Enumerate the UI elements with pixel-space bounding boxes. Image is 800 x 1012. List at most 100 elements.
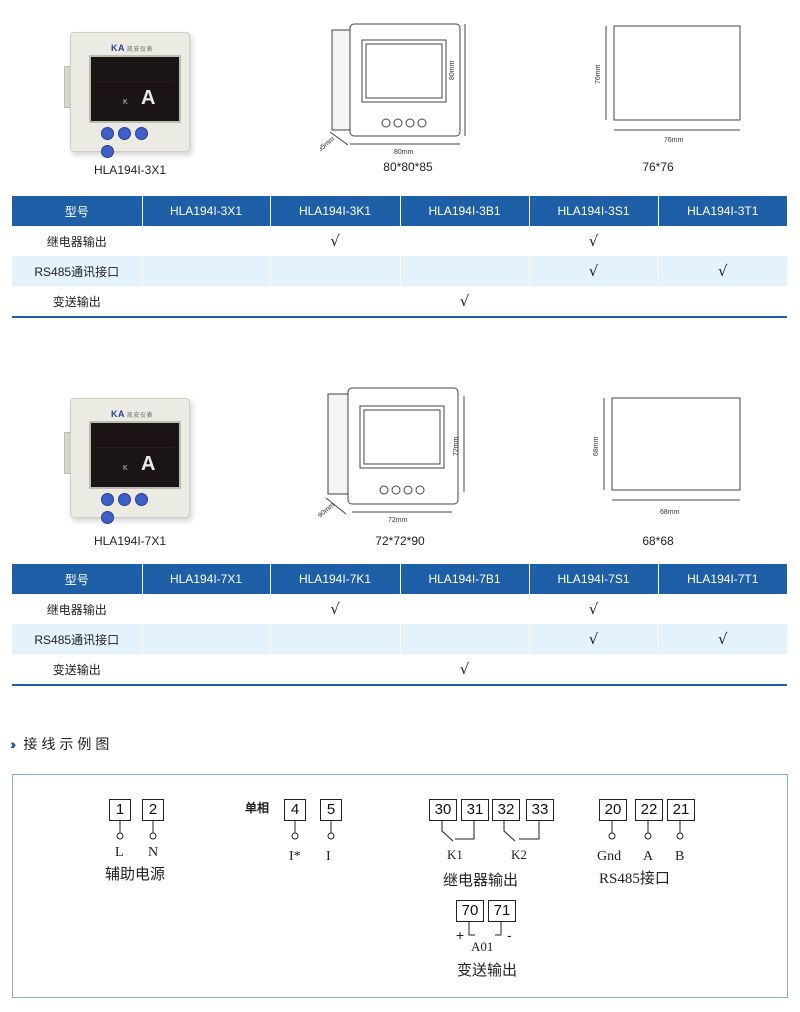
- photo-caption: HLA194I-7X1: [93, 534, 167, 548]
- dimension-caption: 72*72*90: [375, 534, 425, 548]
- terminal-71: 71: [488, 900, 516, 922]
- table-cell: √: [400, 654, 530, 686]
- table-cell: [658, 226, 787, 256]
- table-cell: [270, 624, 401, 654]
- table-cell: [270, 286, 401, 318]
- header-cell: HLA194I-7K1: [270, 564, 401, 594]
- photo-caption: HLA194I-3X1: [93, 163, 167, 177]
- table-cell: [529, 286, 659, 318]
- table-cell: [142, 256, 271, 286]
- table-row: 变送输出 √: [12, 286, 787, 318]
- front-width-label: 80mm: [394, 149, 414, 156]
- cutout-drawing: 76mm 76mm: [595, 25, 741, 144]
- front-width-label: 72mm: [388, 517, 408, 524]
- table-cell: [400, 594, 530, 624]
- depth-label: 85mm: [320, 136, 336, 154]
- table-cell: [658, 594, 787, 624]
- meter-display: K A: [89, 421, 181, 489]
- single-phase-label: 单相: [245, 801, 270, 815]
- cutout-width-label: 68mm: [660, 509, 680, 516]
- header-cell: 型号: [12, 564, 143, 594]
- terminal-5: 5: [320, 799, 342, 821]
- rs485-interface-label: RS485接口: [599, 871, 670, 887]
- terminal-22: 22: [635, 799, 663, 821]
- terminal-70: 70: [456, 900, 484, 922]
- table-cell: [400, 256, 530, 286]
- pin-label-a: A: [643, 849, 654, 864]
- pin-label-k1: K1: [447, 847, 463, 862]
- table-cell: [142, 226, 271, 256]
- terminal-33: 33: [526, 799, 554, 821]
- front-dimension-drawing: 80mm 80mm 85mm: [320, 23, 466, 156]
- pin-label-l: L: [115, 845, 124, 860]
- table-cell: √: [400, 286, 530, 318]
- pin-label-a01: A01: [471, 939, 494, 954]
- table-cell: [270, 654, 401, 686]
- pin-label-b: B: [675, 849, 685, 864]
- table-cell: [658, 286, 787, 318]
- table-header-row: 型号 HLA194I-7X1 HLA194I-7K1 HLA194I-7B1 H…: [12, 564, 787, 594]
- meter-buttons: [101, 493, 165, 524]
- table-row: 继电器输出 √ √: [12, 594, 787, 624]
- cutout-width-label: 76mm: [664, 137, 684, 144]
- table-cell: [400, 624, 530, 654]
- pin-label-k2: K2: [511, 847, 527, 862]
- terminal-2: 2: [142, 799, 164, 821]
- row-label: 变送输出: [12, 654, 143, 686]
- terminal-4: 4: [284, 799, 306, 821]
- table-cell: [142, 624, 271, 654]
- meter-display: K A: [89, 55, 181, 123]
- section-heading: ››接线示例图: [10, 736, 114, 752]
- front-height-label: 72mm: [453, 436, 460, 456]
- pin-label-n: N: [148, 845, 159, 860]
- table-cell: √: [270, 594, 401, 624]
- table-row: 继电器输出 √ √: [12, 226, 787, 256]
- spec-table-7series: 型号 HLA194I-7X1 HLA194I-7K1 HLA194I-7B1 H…: [12, 564, 787, 686]
- table-cell: √: [529, 226, 659, 256]
- wiring-diagram-panel: 1 2 L N 辅助电源 单相 4 5 I* I 30 31 32 33 K1 …: [12, 774, 788, 998]
- table-cell: √: [529, 256, 659, 286]
- terminal-20: 20: [599, 799, 627, 821]
- cutout-height-label: 76mm: [595, 64, 602, 84]
- table-cell: √: [270, 226, 401, 256]
- double-chevron-icon: ››: [10, 736, 17, 752]
- plus-sign: +: [456, 927, 465, 943]
- terminal-1: 1: [109, 799, 131, 821]
- header-cell: HLA194I-7S1: [529, 564, 659, 594]
- table-cell: √: [529, 594, 659, 624]
- table-cell: [270, 256, 401, 286]
- analog-output-label: 变送输出: [457, 963, 518, 979]
- header-cell: HLA194I-3X1: [142, 196, 271, 226]
- table-cell: [529, 654, 659, 686]
- front-height-label: 80mm: [449, 60, 456, 80]
- meter-buttons: [101, 127, 165, 158]
- table-row: 变送输出 √: [12, 654, 787, 686]
- table-row: RS485通讯接口 √ √: [12, 624, 787, 654]
- row-label: RS485通讯接口: [12, 256, 143, 286]
- header-cell: 型号: [12, 196, 143, 226]
- terminal-30: 30: [429, 799, 457, 821]
- terminal-21: 21: [667, 799, 695, 821]
- header-cell: HLA194I-3K1: [270, 196, 401, 226]
- table-cell: [658, 654, 787, 686]
- cutout-drawing: 68mm 68mm: [593, 397, 741, 516]
- terminal-31: 31: [461, 799, 489, 821]
- table-cell: √: [658, 624, 787, 654]
- row-label: 继电器输出: [12, 226, 143, 256]
- aux-power-label: 辅助电源: [105, 867, 166, 883]
- header-cell: HLA194I-7B1: [400, 564, 530, 594]
- wiring-lines: [116, 821, 684, 936]
- relay-output-label: 继电器输出: [443, 873, 519, 889]
- row-label: RS485通讯接口: [12, 624, 143, 654]
- cutout-caption: 68*68: [642, 534, 674, 548]
- cutout-height-label: 68mm: [593, 436, 600, 456]
- header-cell: HLA194I-7X1: [142, 564, 271, 594]
- pin-label-gnd: Gnd: [597, 849, 622, 864]
- table-cell: √: [529, 624, 659, 654]
- dimension-caption: 80*80*85: [383, 160, 433, 174]
